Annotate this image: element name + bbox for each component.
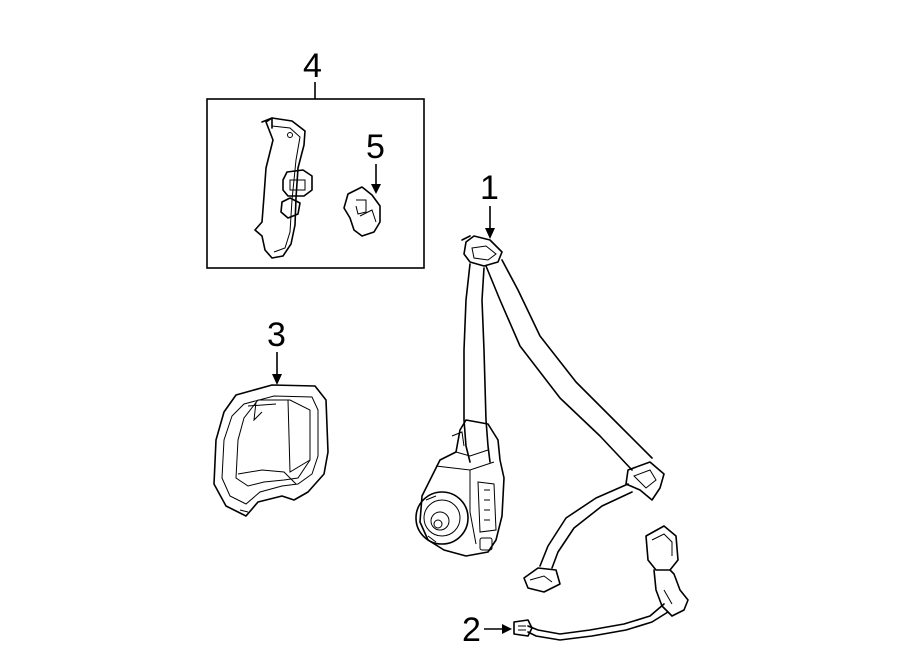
callout-3-arrowhead <box>272 374 282 385</box>
callout-5-label: 5 <box>366 128 385 166</box>
callout-2-arrowhead <box>502 624 512 634</box>
callout-4-group[interactable]: 4 <box>303 47 322 99</box>
guide-bracket[interactable] <box>254 117 313 259</box>
seat-belt-assembly[interactable] <box>415 235 665 593</box>
callout-5-group[interactable]: 5 <box>366 128 385 194</box>
callout-5-arrowhead <box>371 184 381 194</box>
seat-belt-buckle[interactable] <box>513 525 689 641</box>
callout-1-label: 1 <box>480 169 499 207</box>
kit-box <box>206 98 425 269</box>
callout-3-group[interactable]: 3 <box>267 316 286 385</box>
callout-1-arrowhead <box>485 228 495 239</box>
trim-cover[interactable] <box>213 384 329 517</box>
callout-2-group[interactable]: 2 <box>462 611 512 649</box>
callout-3-label: 3 <box>267 316 286 354</box>
callout-1-group[interactable]: 1 <box>480 169 499 239</box>
callout-2-label: 2 <box>462 611 481 649</box>
belt-clip[interactable] <box>343 186 381 237</box>
callout-4-label: 4 <box>303 47 322 85</box>
